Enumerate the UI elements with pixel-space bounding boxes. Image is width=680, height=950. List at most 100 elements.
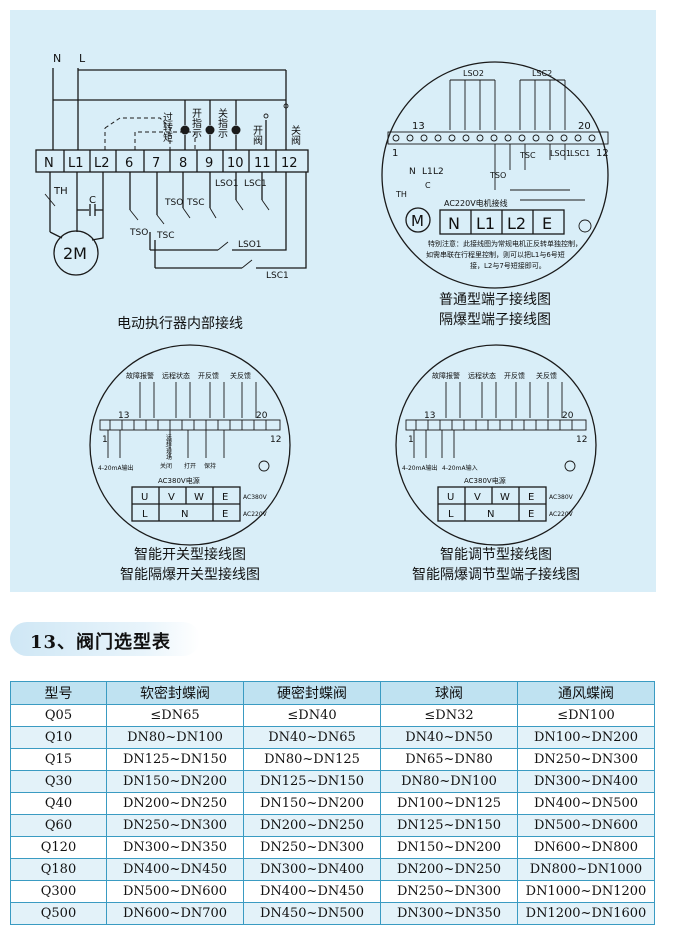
cell: DN80~DN100 [380,770,518,793]
cell: Q500 [10,902,107,925]
label-lso1-a: LSO1 [215,179,239,189]
caption-smart-switch-line1: 智能开关型接线图 [134,547,246,563]
mid-label-close: 关闭 [160,462,172,470]
terminal-l2: L2 [94,156,110,171]
valve-selection-table: 型号 软密封蝶阀 硬密封蝶阀 球阀 通风蝶阀 Q05≤DN65≤DN40≤DN3… [10,681,655,925]
terminal-strip: N L1 L2 6 7 8 9 10 11 12 [44,150,298,172]
num-13: 13 [412,121,425,132]
cell: DN400~DN450 [243,880,381,903]
motor-m: M [411,212,424,230]
cell: DN500~DN600 [517,814,655,837]
terminal-block-row [392,134,596,142]
note-line-3: 接，L2与7号短接即可。 [470,261,546,270]
caption-standard-line2: 隔爆型端子接线图 [439,312,551,328]
caption-smart-regulating-line2: 智能隔爆调节型端子接线图 [412,567,580,583]
caption-smart-switch: 智能开关型接线图 智能隔爆开关型接线图 [90,545,290,585]
ground-icon-3 [258,460,270,472]
motor-symbol [53,230,99,276]
header-soft-seal: 软密封蝶阀 [106,681,244,705]
label-tsc-a: TSC [156,231,175,241]
cell: DN150~DN200 [380,836,518,859]
mid-label-hold: 保持 [204,462,216,470]
caption-smart-regulating: 智能调节型接线图 智能隔爆调节型端子接线图 [386,545,606,585]
num3-13: 13 [118,411,129,421]
cell: Q30 [10,770,107,793]
power-label-n: N [53,52,61,65]
cell3-e1: E [222,492,228,503]
label-th: TH [53,186,68,197]
label-th2: TH [395,190,407,199]
label-tsc-b: TSC [186,198,205,208]
cell: DN400~DN500 [517,792,655,815]
top4-label-close-fb: 关反馈 [536,371,557,380]
terminal-9: 9 [205,156,213,171]
label-lso2: LSO2 [463,69,484,78]
cell: Q300 [10,880,107,903]
ac220-label: AC220V电机接线 [444,198,508,208]
label-tso-a: TSO [129,228,148,238]
cell4-e1: E [528,492,534,503]
cell: DN65~DN80 [380,748,518,771]
label-lso1-b: LSO1 [238,240,262,250]
cell: DN40~DN50 [380,726,518,749]
cell: Q10 [10,726,107,749]
motor-icon [405,207,431,233]
ground-icon-4 [564,460,576,472]
note-line-1: 特别注意：此接线图为常规电机正反转单独控制， [428,239,582,248]
signal4-input-label: 4-20mA输入 [442,464,478,472]
num-12: 12 [596,148,609,159]
cell4-l: L [448,509,454,520]
side4-ac220: AC220V [549,511,574,518]
cell: DN80~DN125 [243,748,381,771]
cell: DN1000~DN1200 [517,880,655,903]
num4-13: 13 [424,411,435,421]
block-e: E [542,214,552,233]
cell: Q180 [10,858,107,881]
cell4-w: W [500,492,510,503]
cell3-l: L [142,509,148,520]
label-lsc1-a: LSC1 [244,179,267,189]
cell4-u: U [447,492,454,503]
terminal-l1: L1 [68,156,84,171]
block-l2: L2 [507,214,526,233]
cell: DN1200~DN1600 [517,902,655,925]
mid-label-open: 打开 [184,462,196,470]
label-lsc1-b: LSC1 [266,271,289,281]
header-model: 型号 [10,681,107,705]
cell: ≤DN40 [243,704,381,727]
caption-standard-line1: 普通型端子接线图 [439,292,551,308]
terminal-7: 7 [152,156,160,171]
indicator-label-open: 开指示 [190,108,202,138]
wiring-diagram-panel: N L 过转矩 开指示 关指示 开阀 关阀 [10,10,656,592]
label-lso1: LSO1 [550,149,571,158]
cell3-u: U [141,492,148,503]
num4-1: 1 [408,435,414,445]
caption-smart-switch-line2: 智能隔爆开关型接线图 [120,567,260,583]
signal4-output-label: 4-20mA输出 [402,464,438,472]
side3-ac380: AC380V [243,494,268,501]
side4-ac380: AC380V [549,494,574,501]
cell3-n: N [181,509,188,520]
label-c2: C [425,181,431,190]
cell: DN200~DN250 [106,792,244,815]
label-n: N [409,167,416,177]
terminal-12: 12 [281,156,298,171]
block-l1: L1 [476,214,495,233]
terminal-10: 10 [227,156,244,171]
cell: DN125~DN150 [243,770,381,793]
cell: DN300~DN400 [243,858,381,881]
label-tso: TSO [489,171,506,180]
label-l1: L1 [422,167,433,177]
cell: DN400~DN450 [106,858,244,881]
cell: DN250~DN300 [243,836,381,859]
smart-regulating-diagram: 故障报警 远程状态 开反馈 关反馈 13 20 1 12 4-20mA输出 4-… [395,344,597,546]
ac380-label-4: AC380V电源 [464,476,506,485]
cell: DN40~DN65 [243,726,381,749]
top4-label-remote: 远程状态 [468,371,496,380]
